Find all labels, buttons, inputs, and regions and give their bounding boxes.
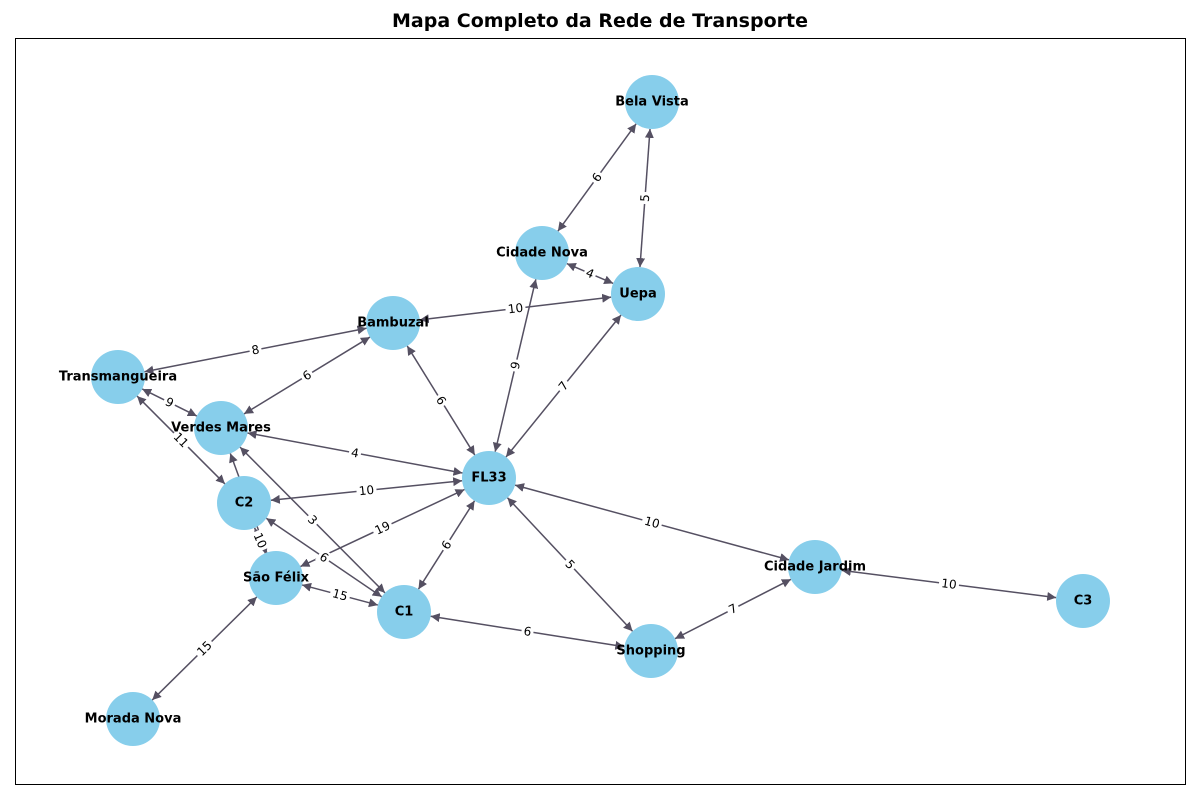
edge-label-group: 6 — [298, 366, 316, 385]
edge-weight-label: 10 — [251, 531, 270, 551]
node-transmangueira — [91, 350, 145, 404]
edge-label-background — [328, 585, 352, 605]
node-label-cidade-nova: Cidade Nova — [496, 246, 588, 261]
edge-weight-label: 10 — [358, 483, 375, 498]
edge-label-group: 6 — [587, 168, 607, 187]
node-sao-felix — [249, 551, 303, 605]
edge-label-background — [298, 366, 316, 385]
edge-weight-label: 15 — [331, 586, 349, 603]
node-label-bela-vista: Bela Vista — [615, 95, 689, 110]
node-cidade-jardim — [788, 540, 842, 594]
edge-label-group: 10 — [249, 528, 271, 553]
node-bela-vista — [625, 75, 679, 129]
node-label-shopping: Shopping — [616, 644, 685, 659]
edge-label-group: 7 — [554, 376, 573, 396]
edge-label-group: 6 — [520, 623, 535, 640]
edge-weight-label: 4 — [350, 445, 360, 460]
edge-label-group: 4 — [347, 445, 363, 461]
node-verdes-mares — [194, 401, 248, 455]
node-label-morada-nova: Morada Nova — [85, 712, 182, 727]
node-c1 — [377, 585, 431, 639]
edge-label-background — [249, 528, 271, 553]
edge-label-background — [161, 393, 178, 412]
node-uepa — [611, 267, 665, 321]
edge-label-background — [938, 575, 960, 593]
edge-label-group: 6 — [315, 548, 333, 567]
edge-label-background — [355, 482, 378, 499]
edge-label-background — [640, 513, 664, 532]
node-label-fl33: FL33 — [471, 471, 506, 486]
edge-label-background — [724, 600, 742, 618]
diagram-title: Mapa Completo da Rede de Transporte — [392, 10, 808, 32]
edge-label-background — [504, 300, 527, 317]
edge-label-background — [587, 168, 607, 187]
edge-label-background — [431, 391, 451, 410]
edge-label-group: 3 — [303, 510, 322, 530]
edge-labels-layer: 65410978669114391061019156105671015 — [161, 168, 960, 661]
edge-label-background — [554, 376, 573, 396]
edge-weight-label: 10 — [643, 514, 661, 532]
edge-label-background — [581, 264, 599, 283]
edge-label-background — [507, 358, 524, 373]
node-label-uepa: Uepa — [619, 287, 656, 302]
node-cidade-nova — [515, 226, 569, 280]
node-label-c3: C3 — [1074, 594, 1093, 609]
edge-label-group: 10 — [640, 513, 664, 532]
edge-label-group: 7 — [724, 600, 742, 618]
edge-label-group: 10 — [938, 575, 960, 593]
edge-label-group: 10 — [504, 300, 527, 317]
edge-weight-label: 6 — [523, 624, 533, 639]
edge-label-background — [192, 636, 217, 661]
edge-label-background — [248, 341, 263, 359]
node-label-bambuzal: Bambuzal — [357, 316, 429, 331]
edge-weight-label: 10 — [507, 301, 524, 317]
node-label-transmangueira: Transmangueira — [59, 370, 177, 385]
node-c2 — [217, 476, 271, 530]
node-morada-nova — [106, 692, 160, 746]
edge-weight-label: 19 — [373, 518, 393, 537]
edge-label-group: 15 — [328, 585, 352, 605]
edge-label-group: 9 — [507, 358, 524, 373]
edge-weight-label: 10 — [941, 576, 958, 592]
node-label-c2: C2 — [235, 496, 254, 511]
edge-label-group: 5 — [637, 191, 653, 205]
edge-weight-label: 9 — [508, 360, 523, 371]
edge-label-group: 6 — [431, 391, 451, 410]
edge-label-background — [370, 517, 395, 539]
node-label-sao-felix: São Félix — [243, 571, 310, 586]
edge-label-group: 4 — [581, 264, 599, 283]
node-shopping — [624, 624, 678, 678]
edge-label-background — [168, 427, 194, 453]
edge-label-background — [315, 548, 333, 567]
node-bambuzal — [366, 296, 420, 350]
edge-weight-label: 8 — [250, 342, 260, 357]
node-label-cidade-jardim: Cidade Jardim — [764, 560, 866, 575]
edge-label-background — [560, 555, 580, 574]
edges-layer — [136, 123, 1057, 701]
edge-label-group: 8 — [248, 341, 263, 359]
node-fl33 — [462, 451, 516, 505]
edge-label-background — [437, 536, 456, 554]
edge-label-group: 6 — [437, 536, 456, 554]
edge-label-background — [520, 623, 535, 640]
node-label-c1: C1 — [395, 605, 414, 620]
edge-label-group: 19 — [370, 517, 395, 539]
node-c3 — [1056, 574, 1110, 628]
edge-label-background — [347, 445, 363, 461]
plot-frame — [15, 38, 1186, 785]
edge-label-background — [303, 510, 322, 530]
edge-label-group: 9 — [161, 393, 178, 412]
edge-label-background — [637, 191, 653, 205]
edge-weight-label: 5 — [638, 194, 653, 203]
edge-label-group: 10 — [355, 482, 378, 499]
edge-label-group: 5 — [560, 555, 580, 574]
node-label-verdes-mares: Verdes Mares — [171, 421, 271, 436]
